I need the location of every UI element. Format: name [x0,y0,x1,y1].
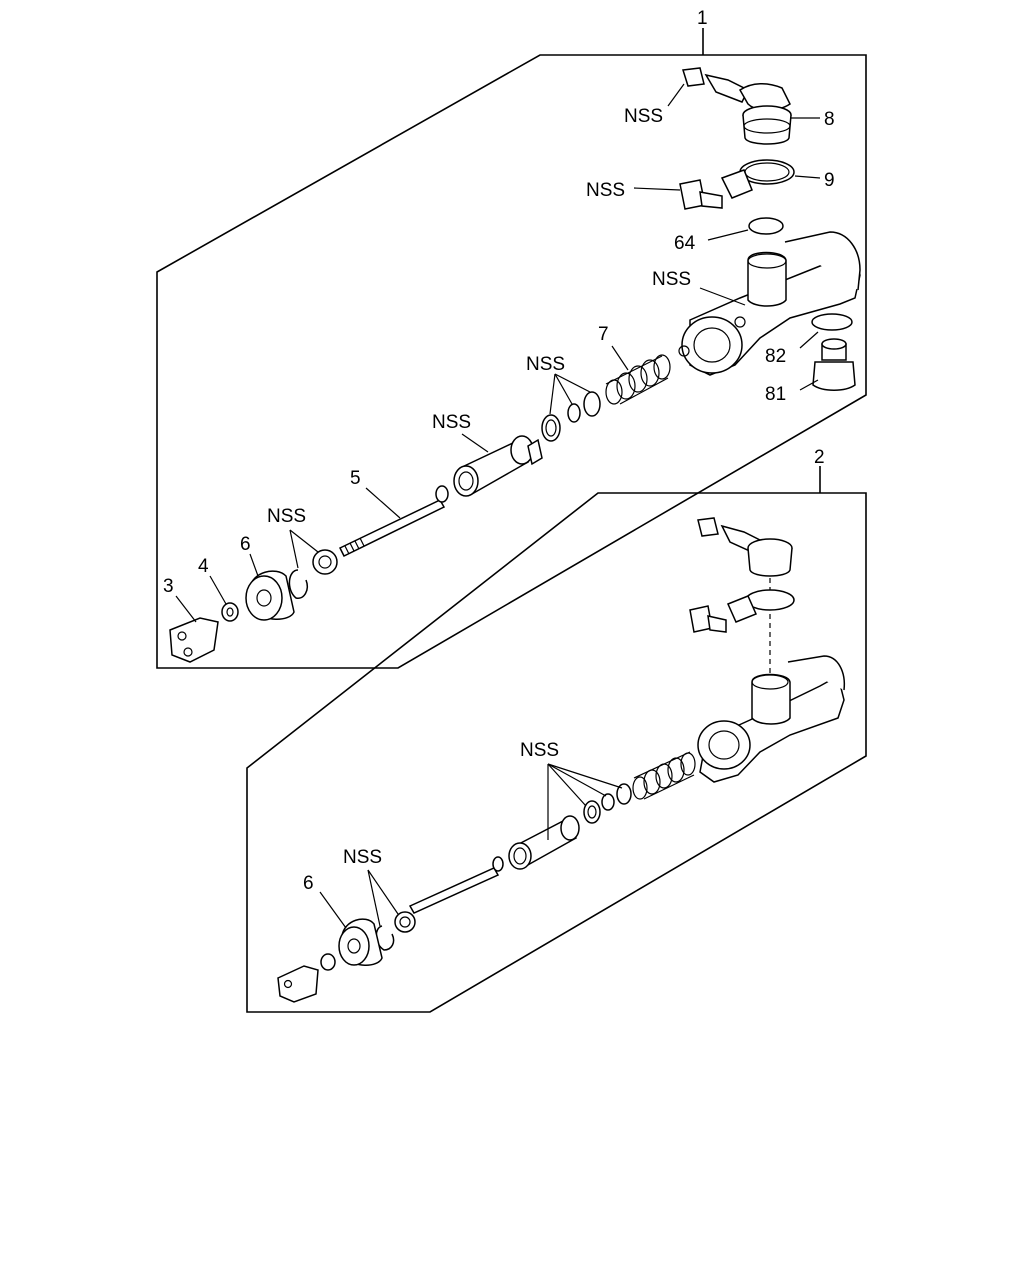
spring-part-7 [605,354,671,405]
a2-clevis [277,965,319,1003]
bleeder-screw [679,179,723,210]
clamp-part-9 [720,159,795,199]
a2-grommet [747,538,793,577]
plug-part-81 [812,338,856,391]
nss-fitting-sleeve [682,67,750,103]
callout-4: 4 [198,556,209,577]
callout-nss-body: NSS [652,269,691,290]
callout-9: 9 [824,170,835,191]
snap-ring-and-washer [288,549,338,599]
clevis-part-3 [169,617,219,663]
callout-6: 6 [240,534,251,555]
a2-piston [508,815,580,870]
assembly-2-frame [246,492,867,1013]
callout-3: 3 [163,576,174,597]
a2-bleeder [689,605,727,633]
cylinder-body [678,231,861,376]
assembly-1-number: 1 [697,8,708,29]
o-ring-part-64 [748,217,784,235]
a2-snap-ring-washer [375,911,416,951]
callout-nss-fitting: NSS [624,106,663,127]
a2-cylinder-body [697,655,846,783]
a2-nut [320,953,336,971]
grommet-part-8 [742,105,792,145]
assembly-1-group: 1 [156,8,867,669]
assembly-2-number: 2 [814,447,825,468]
callout-81: 81 [765,384,786,405]
a2-boot [338,918,383,966]
callout-nss-bleeder: NSS [586,180,625,201]
boot-part-6 [245,570,295,621]
assembly-2-group: 2 [246,447,867,1013]
a2-callout-6: 6 [303,873,314,894]
assembly-1-frame [156,54,867,669]
push-rod-part-5 [338,485,449,558]
callout-nss-snapring: NSS [267,506,306,527]
o-ring-part-82 [811,313,853,331]
callout-8: 8 [824,109,835,130]
a2-spring [632,751,696,800]
nut-part-4 [221,602,239,622]
callout-7: 7 [598,324,609,345]
callout-nss-piston: NSS [432,412,471,433]
a2-clamp [726,589,795,623]
cup-seals [541,391,601,442]
callout-64: 64 [674,233,696,254]
a2-fitting-sleeve [697,517,719,537]
callout-5: 5 [350,468,361,489]
a2-seals [583,783,632,824]
a2-callout-nss-snapring: NSS [343,847,382,868]
callout-82: 82 [765,346,786,367]
a2-push-rod [408,856,504,914]
piston [453,435,543,497]
a2-callout-nss-seals: NSS [520,740,559,761]
callout-nss-seals: NSS [526,354,565,375]
